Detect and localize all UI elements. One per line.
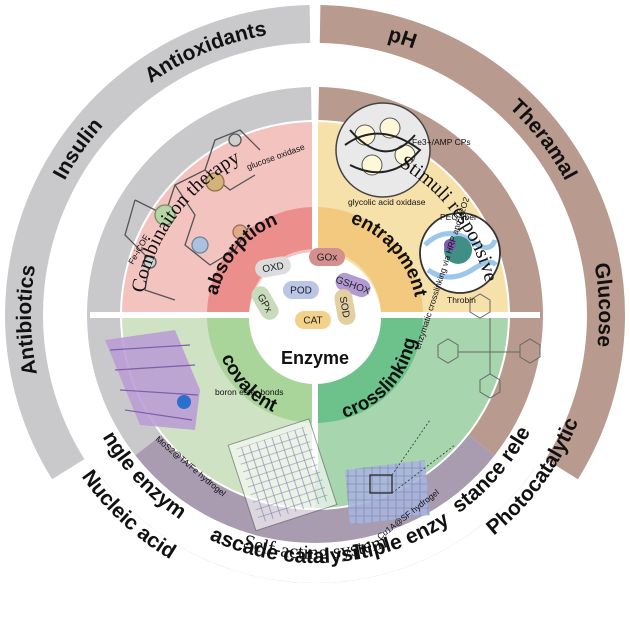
cp-sphere-illustration bbox=[335, 102, 431, 198]
enzyme-pill-oxd: OXD bbox=[255, 256, 291, 278]
enzyme-label-oxd: OXD bbox=[262, 261, 285, 276]
fiber-network-illustration bbox=[105, 330, 338, 532]
enzyme-label-cat: CAT bbox=[303, 316, 322, 327]
sf-hydrogel-illustration bbox=[345, 419, 456, 525]
hub-covalent bbox=[207, 315, 315, 423]
outer-label-glucose: Glucose bbox=[590, 261, 617, 348]
annotation-glycolic-acid-oxidase: glycolic acid oxidase bbox=[348, 197, 426, 207]
enzyme-pill-gox: GOx bbox=[309, 248, 345, 266]
hub-crosslinking bbox=[315, 315, 423, 423]
peo-fiber-illustration bbox=[419, 212, 501, 294]
enzyme-pill-sod: SOD bbox=[334, 289, 356, 325]
enzyme-pill-gpx: GPx bbox=[251, 286, 279, 320]
enzyme-pill-cat: CAT bbox=[295, 311, 331, 329]
molecule-illustration bbox=[437, 293, 541, 399]
outer-ring-right bbox=[319, 5, 626, 480]
center-title: Enzyme bbox=[281, 348, 349, 368]
middle-ring-left bbox=[86, 87, 312, 456]
annotation-throbin: Throbin bbox=[447, 295, 476, 305]
hub-entrapment bbox=[315, 207, 423, 315]
enzyme-label-pod: POD bbox=[290, 286, 312, 297]
outer-ring-left bbox=[5, 5, 311, 480]
enzyme-label-sod: SOD bbox=[337, 296, 352, 319]
annotation-fe-amp: Fe3+/AMP CPs bbox=[412, 137, 471, 147]
enzyme-label-gox: GOx bbox=[317, 253, 338, 264]
middle-ring-right bbox=[318, 87, 543, 456]
annotation-peo-fiber: PEO fiber bbox=[440, 212, 477, 222]
enzyme-pill-pod: POD bbox=[283, 281, 319, 299]
annotation-boron-ester: boron ester bonds bbox=[215, 387, 284, 397]
cof-structure-illustration bbox=[124, 129, 261, 301]
